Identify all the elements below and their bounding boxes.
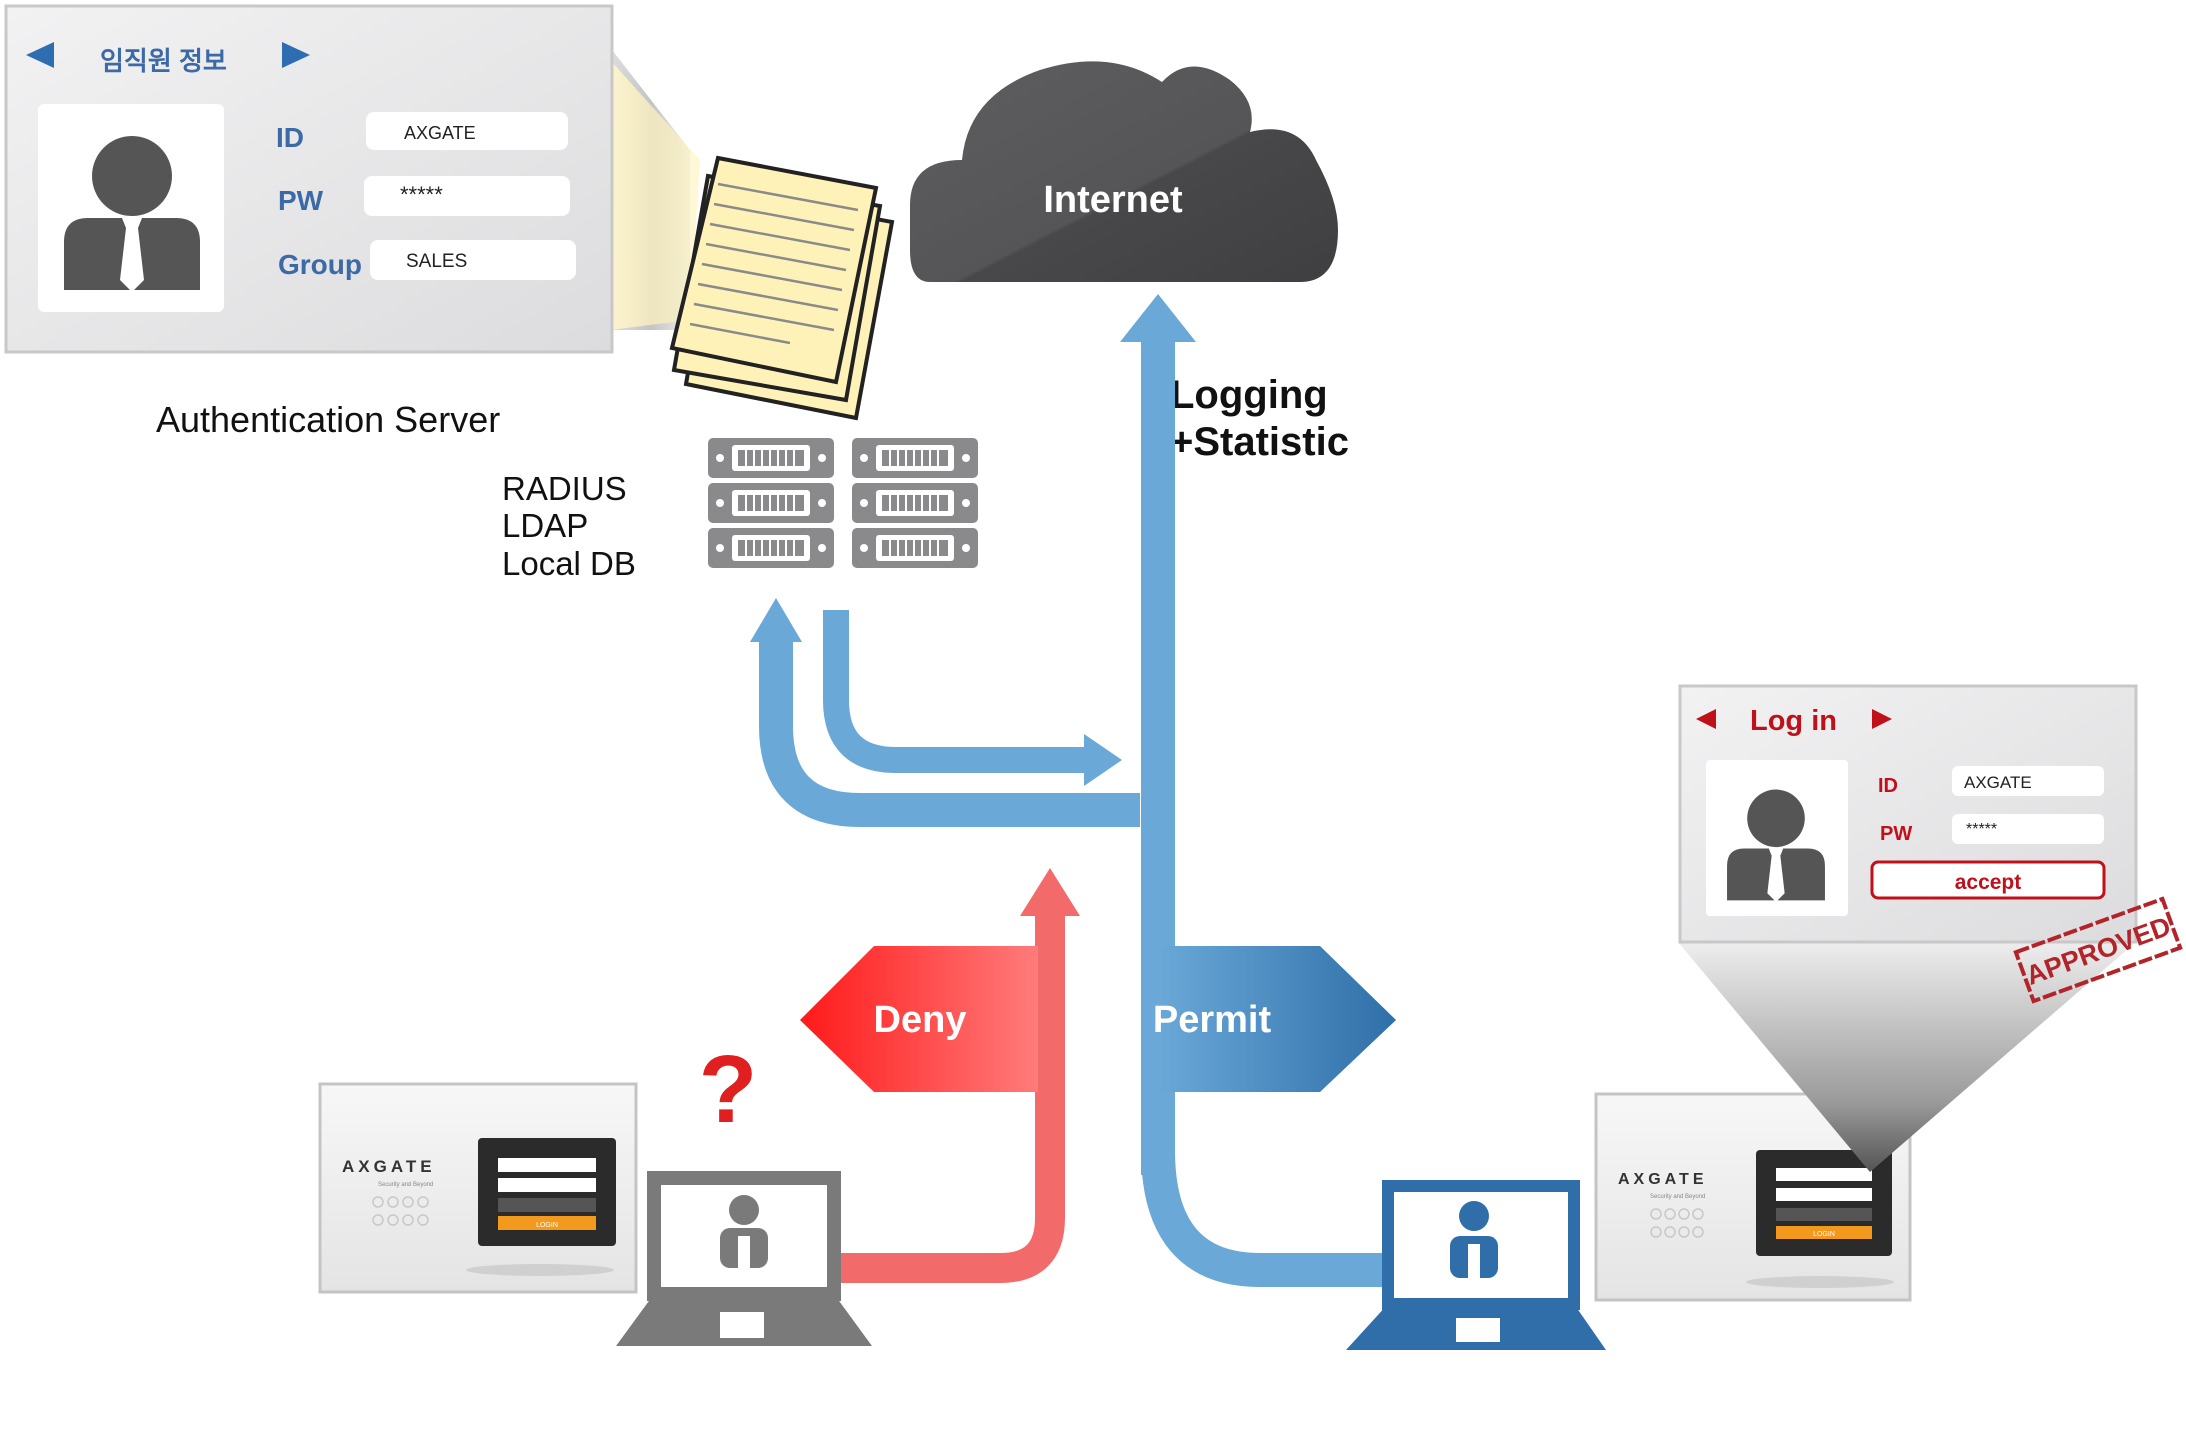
login-id-label: ID <box>1878 775 1898 797</box>
internet-label: Internet <box>1043 179 1183 221</box>
permit-arrow-heads <box>750 294 1196 786</box>
portal-tagline-right: Security and Beyond <box>1650 1194 1705 1200</box>
permit-label: Permit <box>1153 999 1272 1041</box>
portal-login-label-right: LOGIN <box>1813 1231 1835 1238</box>
auth-server-label: Authentication Server <box>156 399 500 440</box>
login-pw-field[interactable] <box>1952 814 2104 844</box>
login-avatar-person-icon <box>1727 789 1825 902</box>
deny-banner: Deny <box>800 946 1038 1092</box>
document-stack-icon <box>669 155 895 421</box>
login-id-field[interactable] <box>1952 766 2104 796</box>
group-value: SALES <box>406 251 467 272</box>
logging-label: Logging <box>1170 373 1328 417</box>
denied-user-icon <box>720 1195 768 1268</box>
server-rack-icon <box>707 437 979 569</box>
login-next-arrow-icon[interactable] <box>1872 709 1892 729</box>
portal-brand-left: AXGATE <box>342 1157 436 1176</box>
login-pw-value: ***** <box>1966 821 1997 838</box>
login-card: Log in ID PW AXGATE ***** accept <box>1678 684 2138 1172</box>
pw-value: ***** <box>400 182 443 207</box>
login-prev-arrow-icon[interactable] <box>1696 709 1716 729</box>
employee-info-card: 임직원 정보 ID PW Group AXGATE ***** SALES <box>4 4 700 354</box>
avatar-person-icon <box>64 136 200 292</box>
id-label: ID <box>276 122 304 153</box>
login-id-value: AXGATE <box>1964 773 2032 792</box>
portal-tagline-left: Security and Beyond <box>378 1182 433 1188</box>
login-spotlight-beam <box>1678 942 2136 1172</box>
accept-button[interactable] <box>1870 860 2106 900</box>
login-title: Log in <box>1750 705 1837 737</box>
login-pw-label: PW <box>1880 823 1912 845</box>
permitted-user-icon <box>1450 1201 1498 1278</box>
portal-login-button-right[interactable] <box>1776 1226 1872 1239</box>
prev-arrow-icon[interactable] <box>26 42 54 68</box>
portal-login-label-left: LOGIN <box>536 1222 558 1229</box>
next-arrow-icon[interactable] <box>282 42 310 68</box>
pw-field[interactable] <box>364 176 570 216</box>
permit-banner: Permit <box>1153 946 1396 1092</box>
internet-cloud: Internet <box>910 61 1338 282</box>
auth-method-radius: RADIUS <box>502 470 627 507</box>
group-label: Group <box>278 249 362 280</box>
deny-label: Deny <box>874 999 967 1041</box>
laptop-permitted-icon <box>1346 1180 1606 1350</box>
id-value: AXGATE <box>404 123 476 143</box>
id-field[interactable] <box>366 112 568 150</box>
auth-method-localdb: Local DB <box>502 545 636 582</box>
portal-screen-right: AXGATE Security and Beyond LOGIN <box>1594 1092 1912 1302</box>
document-spotlight <box>610 60 700 330</box>
question-mark: ? <box>699 1036 758 1143</box>
laptop-denied-icon <box>616 1171 872 1346</box>
card-title: 임직원 정보 <box>100 46 227 76</box>
accept-button-label: accept <box>1955 871 2022 894</box>
portal-login-button-left[interactable] <box>498 1216 596 1230</box>
pw-label: PW <box>278 185 324 216</box>
portal-screen-left: AXGATE Security and Beyond LOGIN <box>318 1082 638 1294</box>
auth-method-ldap: LDAP <box>502 507 588 544</box>
portal-brand-right: AXGATE <box>1618 1171 1707 1188</box>
deny-flow-arrow <box>840 868 1080 1283</box>
group-field[interactable] <box>370 240 576 280</box>
statistic-label: +Statistic <box>1170 420 1349 464</box>
